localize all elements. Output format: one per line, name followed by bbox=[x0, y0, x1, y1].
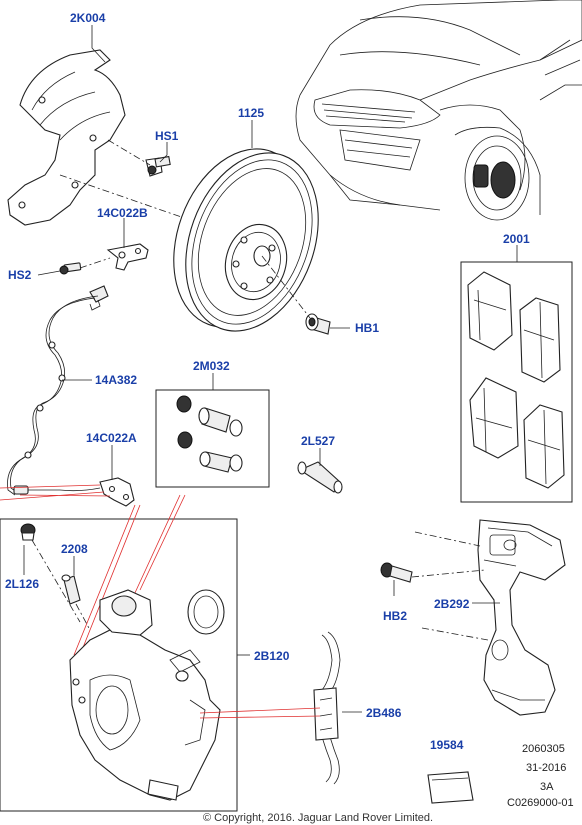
brake-disc-part bbox=[173, 148, 319, 332]
sensor-bracket-b-part bbox=[106, 243, 149, 271]
guide-pin-part bbox=[297, 461, 343, 494]
label-2b486: 2B486 bbox=[366, 706, 402, 720]
label-14a382: 14A382 bbox=[95, 373, 137, 387]
label-14c022a: 14C022A bbox=[86, 431, 137, 445]
vehicle-illustration bbox=[295, 0, 582, 221]
label-hb1: HB1 bbox=[355, 321, 379, 335]
brake-pads-part bbox=[467, 271, 565, 489]
ref-line-4: C0269000-01 bbox=[507, 797, 574, 809]
bleed-cap-part bbox=[20, 523, 36, 541]
label-2001: 2001 bbox=[503, 232, 530, 246]
label-2b292: 2B292 bbox=[434, 597, 470, 611]
bolt-hb1-part bbox=[305, 313, 331, 335]
bolt-hs1-part bbox=[145, 155, 171, 177]
label-hs1: HS1 bbox=[155, 129, 179, 143]
brake-pads-box bbox=[460, 261, 573, 503]
copyright-text: © Copyright, 2016. Jaguar Land Rover Lim… bbox=[203, 812, 433, 824]
label-2m032: 2M032 bbox=[193, 359, 230, 373]
caliper-box bbox=[0, 518, 238, 812]
speed-sensor-part bbox=[7, 285, 109, 496]
label-2b120: 2B120 bbox=[254, 649, 290, 663]
ref-line-2: 31-2016 bbox=[526, 762, 566, 774]
label-1125: 1125 bbox=[238, 106, 264, 120]
guide-pin-kit-box bbox=[155, 389, 270, 488]
label-2l126: 2L126 bbox=[5, 577, 39, 591]
label-2208: 2208 bbox=[61, 542, 88, 556]
label-2k004: 2K004 bbox=[70, 11, 106, 25]
label-hs2: HS2 bbox=[8, 268, 32, 282]
grease-packet-part bbox=[427, 771, 474, 804]
guide-pin-kit-part bbox=[176, 395, 243, 473]
caliper-carrier-part bbox=[477, 519, 566, 716]
ref-line-1: 2060305 bbox=[522, 743, 565, 755]
brake-caliper-part bbox=[69, 589, 225, 801]
bolt-hb2-part bbox=[380, 562, 413, 583]
ref-line-3: 3A bbox=[540, 781, 554, 793]
splash-shield-part bbox=[7, 49, 126, 226]
label-19584: 19584 bbox=[430, 738, 464, 752]
label-hb2: HB2 bbox=[383, 609, 407, 623]
spring-clip-part bbox=[313, 631, 341, 785]
bolt-hs2-part bbox=[59, 262, 82, 275]
label-14c022b: 14C022B bbox=[97, 206, 148, 220]
sensor-bracket-a-part bbox=[99, 477, 135, 507]
label-2l527: 2L527 bbox=[301, 434, 335, 448]
bleed-screw-part bbox=[61, 574, 81, 605]
